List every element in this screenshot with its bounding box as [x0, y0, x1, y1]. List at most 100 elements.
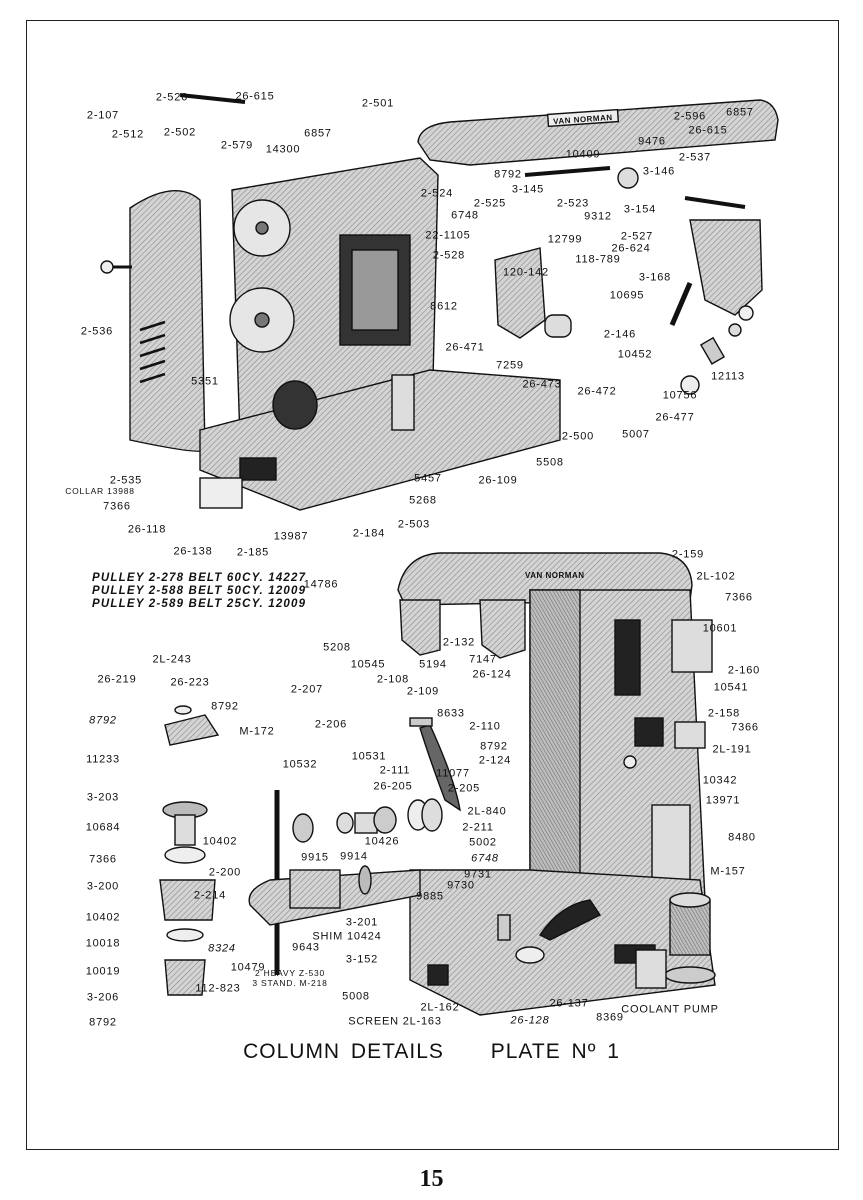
part-callout: 3-152	[345, 953, 379, 966]
part-callout: 5007	[622, 428, 650, 441]
part-callout: 26-615	[235, 90, 275, 103]
part-callout: 2-535	[109, 474, 143, 487]
part-callout: 2-500	[561, 430, 595, 443]
part-callout: 8792	[494, 168, 522, 181]
part-callout: 3-146	[642, 165, 676, 178]
part-callout: 8369	[596, 1011, 624, 1024]
overarm	[417, 99, 779, 166]
part-callout: 26-205	[373, 780, 413, 793]
part-callout: 26-624	[611, 242, 651, 255]
part-callout: 10756	[662, 389, 698, 402]
part-callout: 26-615	[688, 124, 728, 137]
bracket-left	[494, 247, 546, 339]
part-callout: 2-512	[111, 128, 145, 141]
part-callout: 6857	[726, 106, 754, 119]
part-callout: 9643	[292, 941, 320, 954]
part-callout: 2-200	[208, 866, 242, 879]
part-callout: 9312	[584, 210, 612, 223]
part-callout: 10409	[565, 148, 601, 161]
part-callout: 14300	[265, 143, 301, 156]
part-callout: 14786	[303, 578, 339, 591]
part-callout: 10426	[364, 835, 400, 848]
part-callout: 8792	[89, 1016, 117, 1029]
part-callout: 26-137	[549, 997, 589, 1010]
part-callout: 7366	[731, 721, 759, 734]
part-callout: 2-211	[462, 821, 494, 834]
part-callout: 10452	[617, 348, 653, 361]
part-callout: 10695	[609, 289, 645, 302]
part-callout: 2L-102	[696, 570, 736, 583]
part-callout: 3-206	[86, 991, 120, 1004]
upper-base	[199, 369, 561, 511]
part-callout: 2-214	[193, 889, 227, 902]
part-callout: 26-472	[577, 385, 617, 398]
part-callout: COOLANT PUMP	[621, 1003, 719, 1016]
part-callout: 9730	[447, 879, 475, 892]
page-number: 15	[419, 1166, 444, 1192]
part-callout: 2-158	[707, 707, 741, 720]
part-callout: 2-523	[556, 197, 590, 210]
part-callout: 2-184	[352, 527, 386, 540]
part-callout: 2-109	[406, 685, 440, 698]
lower-base	[409, 869, 716, 1016]
pulley-note-50cy: PULLEY 2-588 BELT 50CY. 12009	[92, 585, 307, 597]
part-callout: M-157	[710, 865, 746, 878]
part-callout: 2-206	[314, 718, 348, 731]
part-callout: 13987	[273, 530, 309, 543]
bracket-right	[689, 219, 763, 316]
part-callout: 11233	[86, 753, 120, 766]
part-callout: 26-124	[472, 668, 512, 681]
coolant-pump-drawing	[635, 892, 716, 989]
part-callout: 8480	[728, 831, 756, 844]
part-callout: 5508	[536, 456, 564, 469]
part-callout: 10019	[85, 965, 121, 978]
part-callout: 10402	[85, 911, 121, 924]
part-callout: 2-503	[397, 518, 431, 531]
part-callout: 3-203	[86, 791, 120, 804]
part-callout: 9476	[638, 135, 666, 148]
part-callout: 10402	[202, 835, 238, 848]
part-callout: 10479	[230, 961, 266, 974]
part-callout: 7366	[103, 500, 131, 513]
part-callout: 22-1105	[425, 229, 471, 242]
part-callout: 3 STAND. M-218	[252, 977, 328, 988]
drive-chain	[419, 724, 461, 812]
part-callout: 5208	[323, 641, 351, 654]
part-callout: 3-145	[511, 183, 545, 196]
part-callout: 26-471	[445, 341, 485, 354]
knob	[100, 260, 114, 274]
part-callout: 3-168	[638, 271, 672, 284]
part-callout: 2L-243	[152, 653, 192, 666]
part-callout: 9731	[464, 868, 492, 881]
part-callout: 26-477	[655, 411, 695, 424]
brand-logo-lower: VAN NORMAN	[525, 571, 585, 580]
part-callout: 12113	[711, 370, 745, 383]
part-callout: 2-536	[80, 325, 114, 338]
part-callout: 2 HEAVY Z-530	[254, 967, 326, 978]
part-callout: 9914	[340, 850, 368, 863]
part-callout: 2L-191	[712, 743, 752, 756]
part-callout: 5002	[469, 836, 497, 849]
part-callout: COLLAR 13988	[65, 485, 135, 496]
part-callout: 3-154	[623, 203, 657, 216]
part-callout: 5194	[419, 658, 447, 671]
part-callout: 2-528	[432, 249, 466, 262]
part-callout: 2-579	[220, 139, 254, 152]
part-callout: 2-159	[671, 548, 705, 561]
pulley-note-60cy: PULLEY 2-278 BELT 60CY. 14227	[92, 572, 307, 584]
part-callout: 8792	[89, 714, 117, 727]
part-callout: 2-111	[379, 764, 411, 777]
part-callout: 10541	[713, 681, 749, 694]
part-callout: 2L-162	[420, 1001, 460, 1014]
louvered-cover	[651, 804, 691, 888]
plate-heading: COLUMN DETAILS	[243, 1040, 444, 1063]
part-callout: 10684	[85, 821, 121, 834]
part-callout: 2-124	[478, 754, 512, 767]
part-callout: 7147	[469, 653, 497, 666]
part-callout: 13971	[705, 794, 741, 807]
part-callout: 6748	[451, 209, 479, 222]
belt-guard-cover	[129, 190, 206, 452]
part-callout: 9885	[416, 890, 444, 903]
part-callout: 10531	[351, 750, 387, 763]
part-callout: 2-146	[603, 328, 637, 341]
